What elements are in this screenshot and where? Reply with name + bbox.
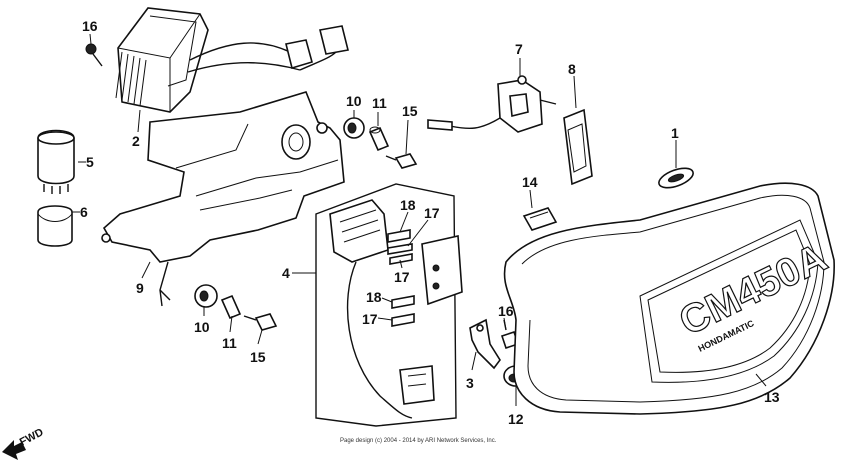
regulator-wires	[187, 25, 349, 73]
switch-unit	[427, 75, 557, 133]
fuses	[387, 229, 415, 327]
callout-15a: 15	[402, 103, 418, 119]
grommet-10a	[343, 117, 365, 139]
callout-11a: 11	[372, 95, 387, 111]
callout-17a: 17	[424, 205, 440, 221]
callout-15b: 15	[250, 349, 266, 365]
callout-13: 13	[764, 389, 780, 405]
rubber-mount	[563, 108, 593, 186]
callout-16b: 16	[498, 303, 514, 319]
callout-10a: 10	[346, 93, 362, 109]
collar-11b	[220, 294, 242, 320]
callout-16a: 16	[82, 18, 98, 34]
fwd-arrow-icon	[2, 440, 26, 460]
callout-3: 3	[466, 375, 474, 391]
relay	[37, 129, 75, 194]
rubber-holder	[37, 205, 73, 247]
leader-lines	[72, 33, 767, 406]
callout-1: 1	[671, 125, 679, 141]
callout-18a: 18	[400, 197, 416, 213]
regulator-rectifier	[115, 7, 209, 113]
grommet-10b	[194, 284, 218, 308]
callout-11b: 11	[222, 335, 237, 351]
callout-17b: 17	[394, 269, 410, 285]
collar-11a	[368, 126, 390, 152]
fwd-label: FWD	[18, 426, 46, 448]
callout-18b: 18	[366, 289, 382, 305]
bolt-16a	[85, 43, 103, 67]
callout-6: 6	[80, 204, 88, 220]
callout-5: 5	[86, 154, 94, 170]
footer-text: Page design (c) 2004 - 2014 by ARI Netwo…	[340, 438, 497, 444]
callout-2: 2	[132, 133, 140, 149]
callout-10b: 10	[194, 319, 210, 335]
bolt-15a	[385, 153, 418, 169]
mounting-bracket	[101, 91, 345, 307]
callout-labels: 16 2 5 6 9 10 11 15 7 8 1 14 4 18 17 17 …	[80, 18, 780, 427]
callout-8: 8	[568, 61, 576, 77]
fwd-indicator: FWD	[2, 426, 46, 460]
callout-4: 4	[282, 265, 290, 281]
callout-7: 7	[515, 41, 523, 57]
callout-17c: 17	[362, 311, 378, 327]
rubber-grommet-14	[522, 207, 558, 231]
clamp	[469, 318, 501, 370]
fuse-box-group	[315, 183, 463, 427]
callout-12: 12	[508, 411, 524, 427]
bolt-15b	[243, 313, 278, 331]
callout-14: 14	[522, 174, 538, 190]
callout-9: 9	[136, 280, 144, 296]
grommet-1	[658, 167, 694, 189]
side-cover	[503, 182, 835, 415]
